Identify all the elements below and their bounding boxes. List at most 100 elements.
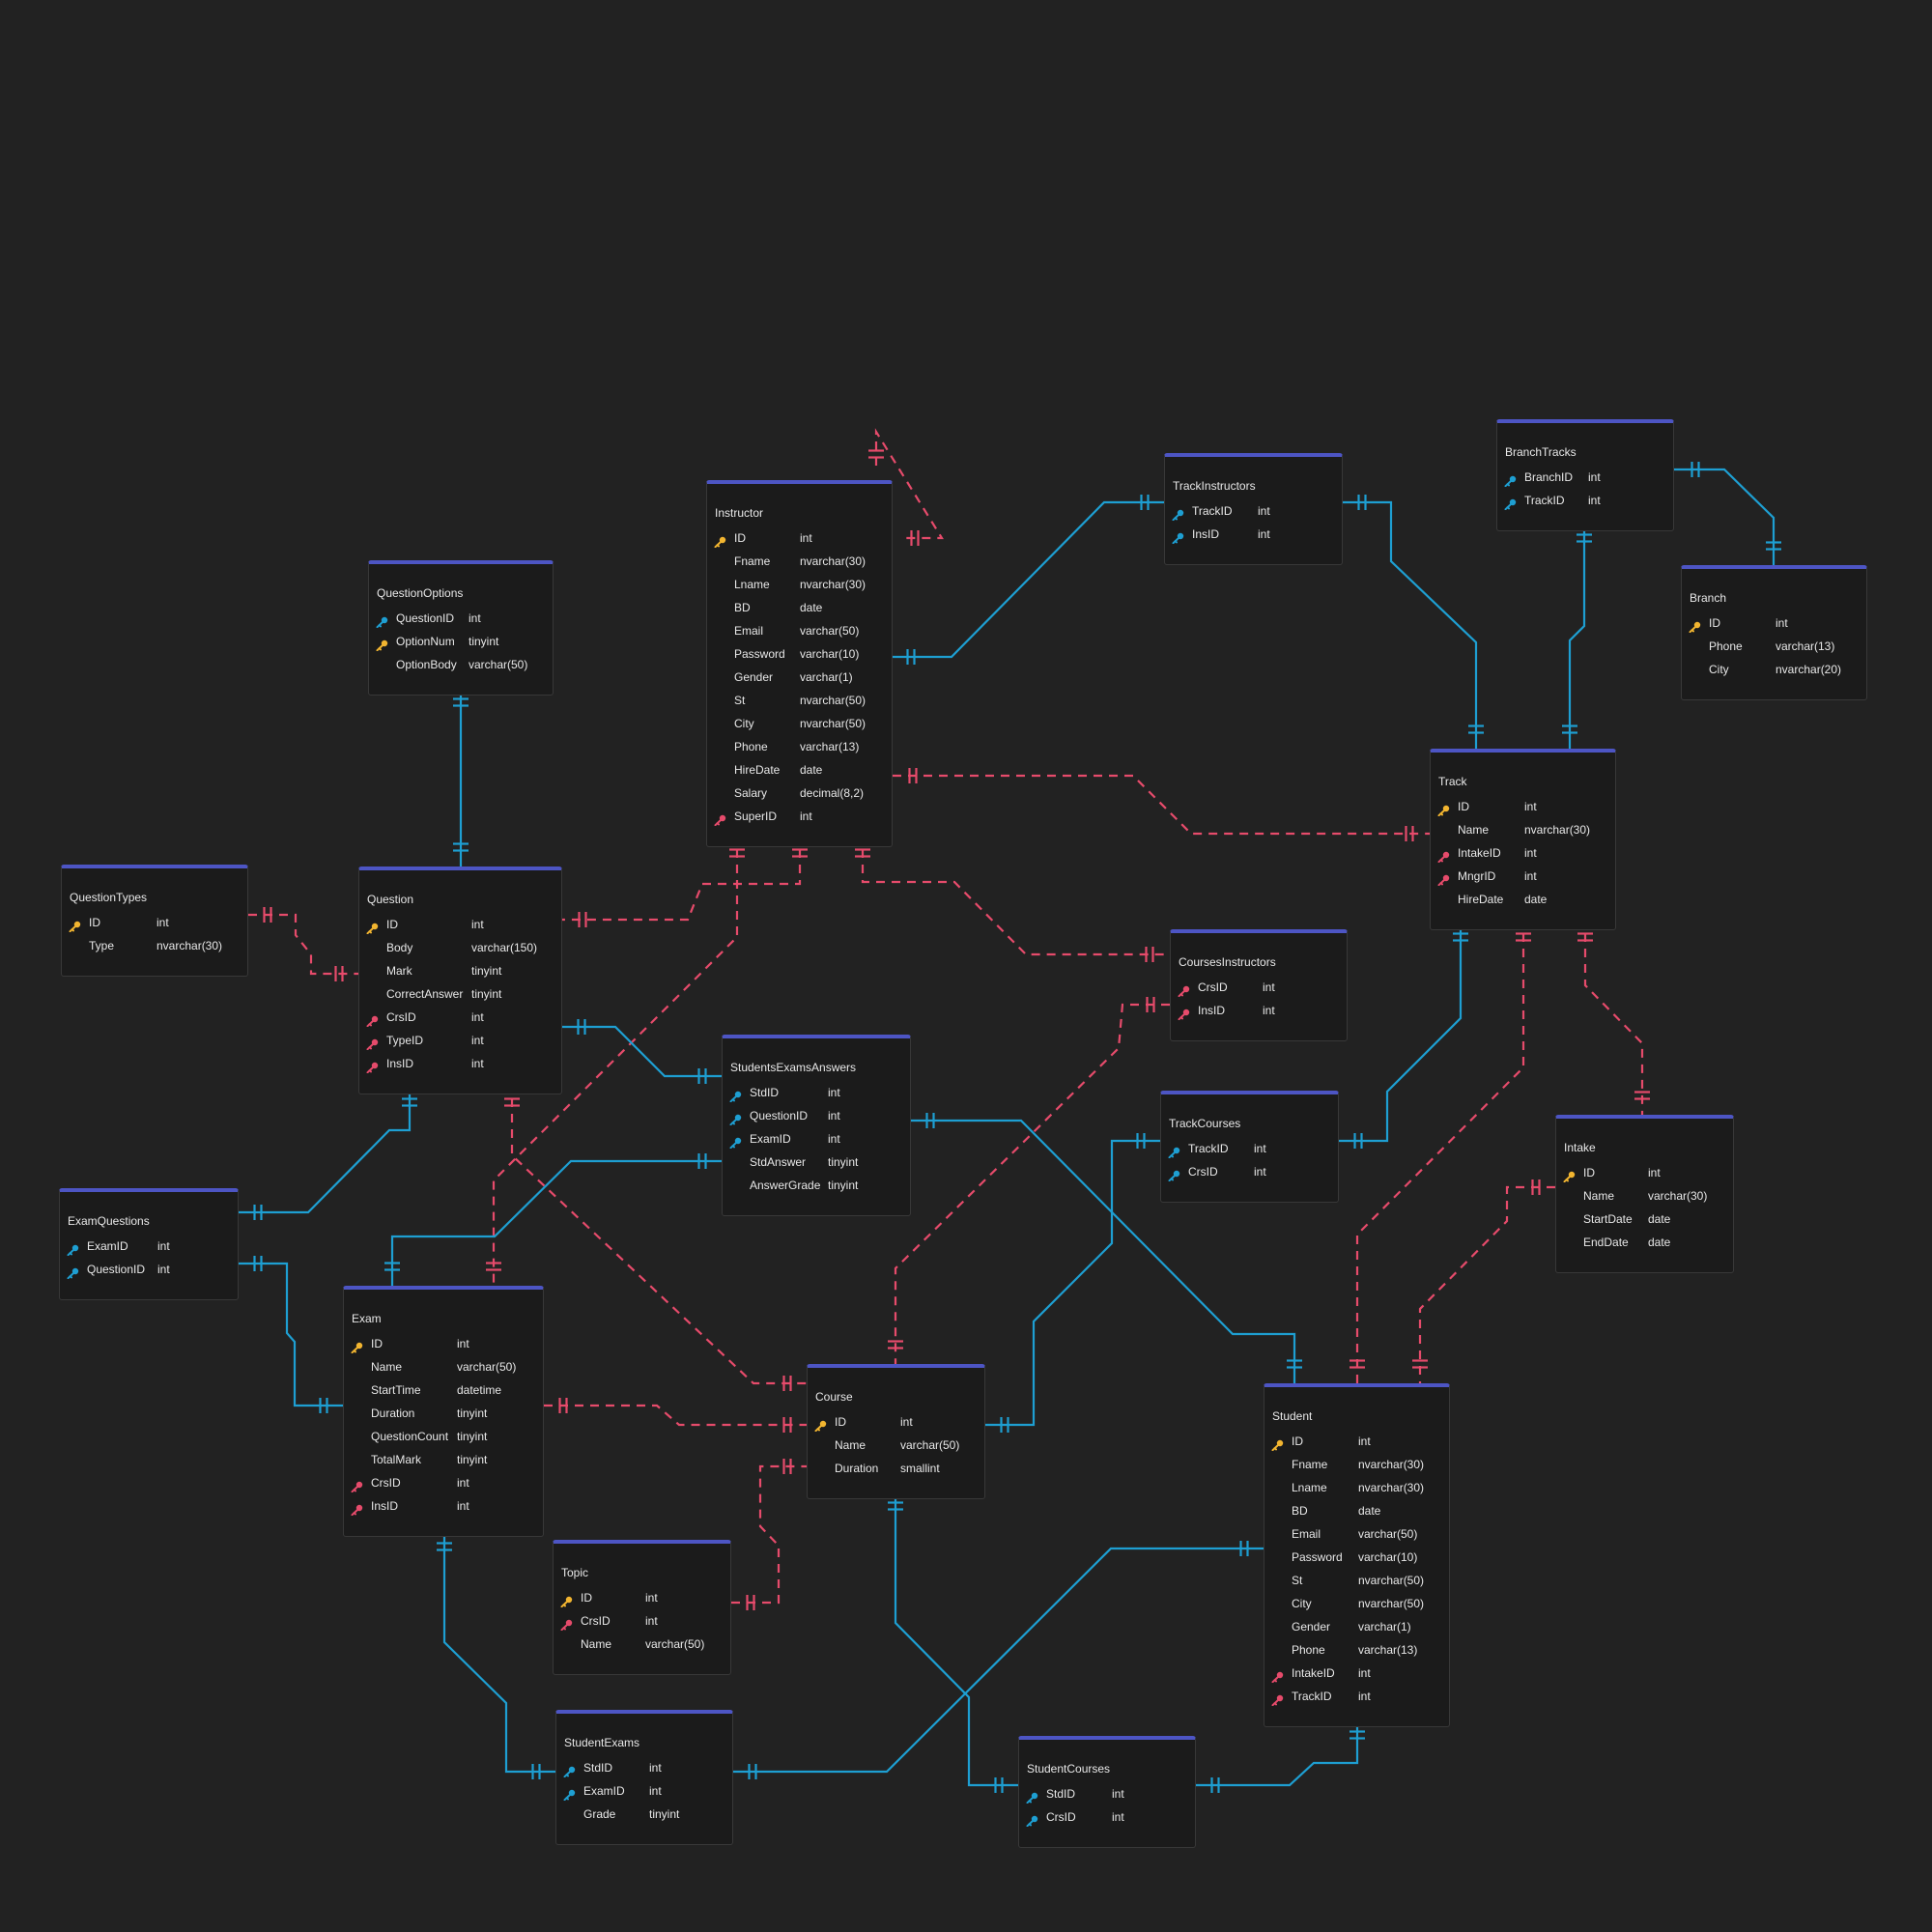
table-row[interactable]: InsIDint	[359, 1052, 563, 1075]
table-row[interactable]: IDint	[62, 911, 249, 934]
table-row[interactable]: IDint	[1431, 795, 1617, 818]
table-row[interactable]: IntakeIDint	[1264, 1662, 1451, 1685]
table-row[interactable]: Phonevarchar(13)	[1682, 635, 1868, 658]
table-trackcourses[interactable]: TrackCoursesTrackIDintCrsIDint	[1160, 1091, 1339, 1203]
table-studentsexamsanswers[interactable]: StudentsExamsAnswersStdIDintQuestionIDin…	[722, 1035, 911, 1216]
table-row[interactable]: Durationtinyint	[344, 1402, 545, 1425]
table-instructor[interactable]: InstructorIDintFnamenvarchar(30)Lnamenva…	[706, 480, 893, 847]
table-row[interactable]: StartTimedatetime	[344, 1378, 545, 1402]
table-row[interactable]: Namevarchar(50)	[554, 1633, 732, 1656]
table-row[interactable]: CorrectAnswertinyint	[359, 982, 563, 1006]
table-row[interactable]: TypeIDint	[359, 1029, 563, 1052]
table-row[interactable]: MngrIDint	[1431, 865, 1617, 888]
table-row[interactable]: Lnamenvarchar(30)	[1264, 1476, 1451, 1499]
table-row[interactable]: Lnamenvarchar(30)	[707, 573, 894, 596]
table-row[interactable]: Gradetinyint	[556, 1803, 734, 1826]
table-row[interactable]: IDint	[808, 1410, 986, 1434]
table-row[interactable]: StartDatedate	[1556, 1208, 1735, 1231]
table-row[interactable]: CrsIDint	[554, 1609, 732, 1633]
table-row[interactable]: Emailvarchar(50)	[1264, 1522, 1451, 1546]
table-row[interactable]: InsIDint	[344, 1494, 545, 1518]
table-exam[interactable]: ExamIDintNamevarchar(50)StartTimedatetim…	[343, 1286, 544, 1537]
table-row[interactable]: ExamIDint	[60, 1235, 240, 1258]
table-row[interactable]: TotalMarktinyint	[344, 1448, 545, 1471]
table-row[interactable]: IDint	[359, 913, 563, 936]
table-row[interactable]: Fnamenvarchar(30)	[1264, 1453, 1451, 1476]
table-row[interactable]: CrsIDint	[1019, 1805, 1197, 1829]
table-row[interactable]: TrackIDint	[1161, 1137, 1340, 1160]
table-row[interactable]: IDint	[1264, 1430, 1451, 1453]
table-row[interactable]: Citynvarchar(20)	[1682, 658, 1868, 681]
table-row[interactable]: Phonevarchar(13)	[1264, 1638, 1451, 1662]
table-row[interactable]: HireDatedate	[1431, 888, 1617, 911]
table-row[interactable]: SuperIDint	[707, 805, 894, 828]
table-row[interactable]: OptionNumtinyint	[369, 630, 554, 653]
table-row[interactable]: InsIDint	[1171, 999, 1349, 1022]
table-row[interactable]: Phonevarchar(13)	[707, 735, 894, 758]
table-row[interactable]: Namenvarchar(30)	[1431, 818, 1617, 841]
table-row[interactable]: CrsIDint	[344, 1471, 545, 1494]
table-branchtracks[interactable]: BranchTracksBranchIDintTrackIDint	[1496, 419, 1674, 531]
table-row[interactable]: HireDatedate	[707, 758, 894, 781]
table-row[interactable]: StdIDint	[1019, 1782, 1197, 1805]
table-row[interactable]: Marktinyint	[359, 959, 563, 982]
table-row[interactable]: CrsIDint	[1161, 1160, 1340, 1183]
table-row[interactable]: TrackIDint	[1497, 489, 1675, 512]
table-questionoptions[interactable]: QuestionOptionsQuestionIDintOptionNumtin…	[368, 560, 554, 696]
table-row[interactable]: StdIDint	[556, 1756, 734, 1779]
table-row[interactable]: Bodyvarchar(150)	[359, 936, 563, 959]
table-row[interactable]: IDint	[554, 1586, 732, 1609]
table-row[interactable]: Citynvarchar(50)	[1264, 1592, 1451, 1615]
table-row[interactable]: StdIDint	[723, 1081, 912, 1104]
table-examquestions[interactable]: ExamQuestionsExamIDintQuestionIDint	[59, 1188, 239, 1300]
table-row[interactable]: IntakeIDint	[1431, 841, 1617, 865]
table-questiontypes[interactable]: QuestionTypesIDintTypenvarchar(30)	[61, 865, 248, 977]
table-row[interactable]: Salarydecimal(8,2)	[707, 781, 894, 805]
table-row[interactable]: Namevarchar(30)	[1556, 1184, 1735, 1208]
table-row[interactable]: ExamIDint	[723, 1127, 912, 1151]
table-course[interactable]: CourseIDintNamevarchar(50)Durationsmalli…	[807, 1364, 985, 1499]
table-intake[interactable]: IntakeIDintNamevarchar(30)StartDatedateE…	[1555, 1115, 1734, 1273]
table-row[interactable]: TrackIDint	[1264, 1685, 1451, 1708]
table-row[interactable]: AnswerGradetinyint	[723, 1174, 912, 1197]
table-row[interactable]: IDint	[1682, 611, 1868, 635]
table-row[interactable]: Namevarchar(50)	[808, 1434, 986, 1457]
table-row[interactable]: QuestionIDint	[60, 1258, 240, 1281]
table-row[interactable]: IDint	[707, 526, 894, 550]
table-question[interactable]: QuestionIDintBodyvarchar(150)Marktinyint…	[358, 867, 562, 1094]
table-row[interactable]: Gendervarchar(1)	[707, 666, 894, 689]
table-row[interactable]: InsIDint	[1165, 523, 1344, 546]
table-student[interactable]: StudentIDintFnamenvarchar(30)Lnamenvarch…	[1264, 1383, 1450, 1727]
table-row[interactable]: TrackIDint	[1165, 499, 1344, 523]
table-row[interactable]: Citynvarchar(50)	[707, 712, 894, 735]
table-row[interactable]: Passwordvarchar(10)	[707, 642, 894, 666]
table-studentcourses[interactable]: StudentCoursesStdIDintCrsIDint	[1018, 1736, 1196, 1848]
table-studentexams[interactable]: StudentExamsStdIDintExamIDintGradetinyin…	[555, 1710, 733, 1845]
table-row[interactable]: QuestionIDint	[723, 1104, 912, 1127]
table-row[interactable]: Fnamenvarchar(30)	[707, 550, 894, 573]
table-row[interactable]: OptionBodyvarchar(50)	[369, 653, 554, 676]
table-row[interactable]: BDdate	[1264, 1499, 1451, 1522]
table-row[interactable]: Typenvarchar(30)	[62, 934, 249, 957]
table-row[interactable]: StdAnswertinyint	[723, 1151, 912, 1174]
table-row[interactable]: BDdate	[707, 596, 894, 619]
table-row[interactable]: Passwordvarchar(10)	[1264, 1546, 1451, 1569]
table-row[interactable]: IDint	[344, 1332, 545, 1355]
table-row[interactable]: CrsIDint	[359, 1006, 563, 1029]
table-row[interactable]: Namevarchar(50)	[344, 1355, 545, 1378]
table-trackinstructors[interactable]: TrackInstructorsTrackIDintInsIDint	[1164, 453, 1343, 565]
table-branch[interactable]: BranchIDintPhonevarchar(13)Citynvarchar(…	[1681, 565, 1867, 700]
table-row[interactable]: BranchIDint	[1497, 466, 1675, 489]
table-row[interactable]: CrsIDint	[1171, 976, 1349, 999]
table-row[interactable]: QuestionIDint	[369, 607, 554, 630]
table-row[interactable]: EndDatedate	[1556, 1231, 1735, 1254]
table-coursesinstructors[interactable]: CoursesInstructorsCrsIDintInsIDint	[1170, 929, 1348, 1041]
table-row[interactable]: Gendervarchar(1)	[1264, 1615, 1451, 1638]
table-row[interactable]: Stnvarchar(50)	[707, 689, 894, 712]
table-row[interactable]: Durationsmallint	[808, 1457, 986, 1480]
table-row[interactable]: IDint	[1556, 1161, 1735, 1184]
table-track[interactable]: TrackIDintNamenvarchar(30)IntakeIDintMng…	[1430, 749, 1616, 930]
table-row[interactable]: QuestionCounttinyint	[344, 1425, 545, 1448]
table-row[interactable]: ExamIDint	[556, 1779, 734, 1803]
